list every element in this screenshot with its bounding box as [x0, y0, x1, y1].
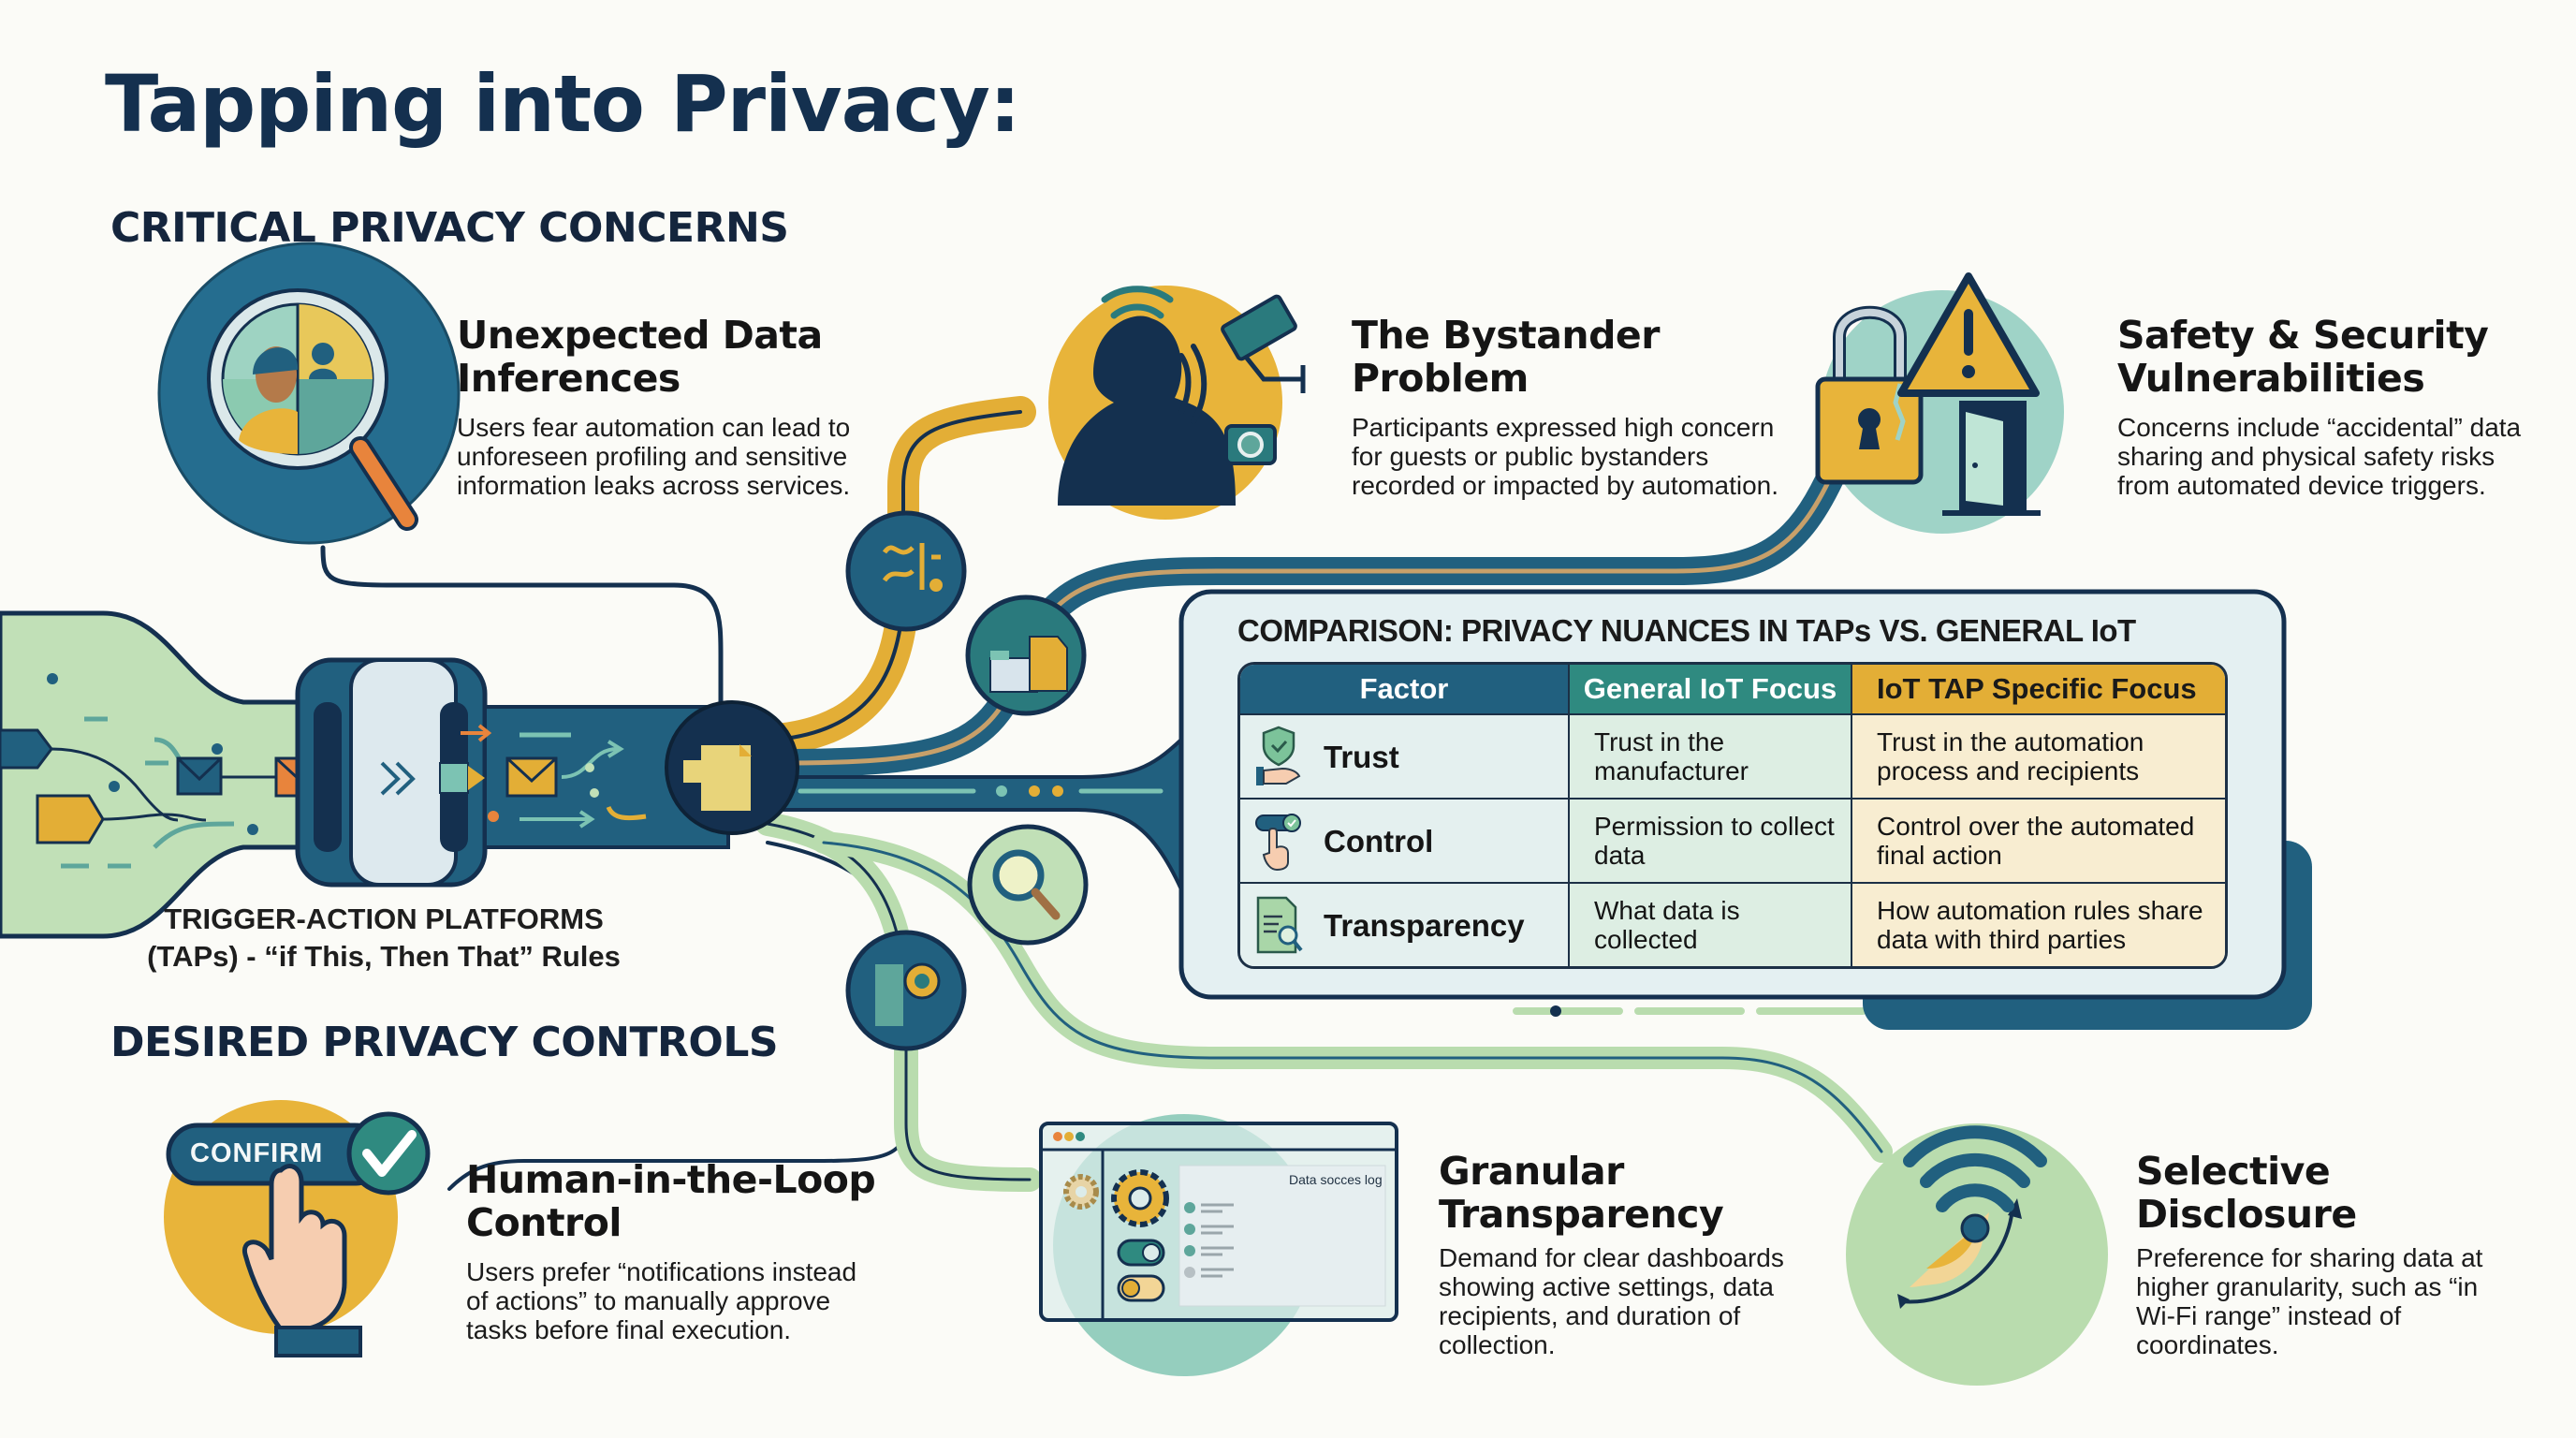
magnifier-profile-icon — [157, 242, 461, 545]
factor-name: Trust — [1324, 739, 1399, 774]
table-header-row: Factor General IoT Focus IoT TAP Specifi… — [1240, 665, 2225, 713]
tap-focus-cell: How automation rules share data with thi… — [1851, 882, 2225, 966]
connector-inferences — [320, 545, 724, 714]
factor-name: Transparency — [1324, 907, 1525, 943]
concern-body: Participants expressed high concern for … — [1352, 413, 1779, 500]
file-sharing-node — [965, 594, 1087, 716]
table-row: Trust Trust in the manufacturer Trust in… — [1240, 713, 2225, 798]
control-body: Preference for sharing data at higher gr… — [2136, 1243, 2483, 1359]
controls-heading: DESIRED PRIVACY CONTROLS — [110, 1019, 779, 1066]
column-header: Factor — [1240, 665, 1568, 713]
comparison-title: COMPARISON: PRIVACY NUANCES IN TAPs VS. … — [1237, 613, 2136, 648]
table-row: Transparency What data is collected How … — [1240, 882, 2225, 966]
factor-name: Control — [1324, 823, 1434, 858]
general-focus-cell: Trust in the manufacturer — [1568, 713, 1851, 798]
tap-label-line2: (TAPs) - “if This, Then That” Rules — [147, 940, 621, 973]
tap-focus-cell: Trust in the automation process and reci… — [1851, 713, 2225, 798]
table-row: Control Permission to collect data Contr… — [1240, 798, 2225, 882]
search-node — [967, 824, 1089, 946]
concern-body: Users fear automation can lead to unfore… — [457, 413, 851, 500]
tap-pipeline — [0, 610, 799, 939]
general-focus-cell: What data is collected — [1568, 882, 1851, 966]
column-header: IoT TAP Specific Focus — [1851, 665, 2225, 713]
settings-node — [845, 930, 967, 1051]
tap-label: TRIGGER-ACTION PLATFORMS (TAPs) - “if Th… — [131, 901, 637, 976]
document-search-icon — [1256, 896, 1303, 954]
toggle-finger-icon — [1255, 814, 1301, 872]
comparison-table: Factor General IoT Focus IoT TAP Specifi… — [1237, 662, 2228, 969]
concern-body: Concerns include “accidental” data shari… — [2117, 413, 2522, 500]
control-body: Users prefer “notifications instead of a… — [466, 1257, 857, 1344]
general-focus-cell: Permission to collect data — [1568, 798, 1851, 882]
junction-nodes — [845, 510, 1089, 1051]
check-icon — [362, 1130, 417, 1177]
confirm-button-label: CONFIRM — [190, 1138, 324, 1168]
shield-hand-icon — [1256, 726, 1301, 785]
connector-human-loop — [447, 841, 910, 1191]
confirm-hand-icon — [164, 1100, 431, 1357]
connector-paths — [320, 396, 1895, 1192]
dashboard-log-label: Data socces log — [1289, 1172, 1383, 1187]
concerns-heading: CRITICAL PRIVACY CONCERNS — [110, 204, 789, 252]
tap-focus-cell: Control over the automated final action — [1851, 798, 2225, 882]
broken-lock-warning-icon — [1815, 272, 2064, 534]
dashboard-icon — [1039, 1114, 1398, 1376]
tap-label-line1: TRIGGER-ACTION PLATFORMS — [164, 902, 604, 935]
wifi-range-icon — [1846, 1123, 2108, 1386]
security-camera-icon — [1221, 294, 1297, 361]
column-header: General IoT Focus — [1568, 665, 1851, 713]
bystander-camera-icon — [1048, 286, 1306, 520]
data-scatter-node — [845, 510, 967, 632]
page-title: Tapping into Privacy: — [105, 58, 1020, 150]
control-body: Demand for clear dashboards showing acti… — [1439, 1243, 1784, 1359]
